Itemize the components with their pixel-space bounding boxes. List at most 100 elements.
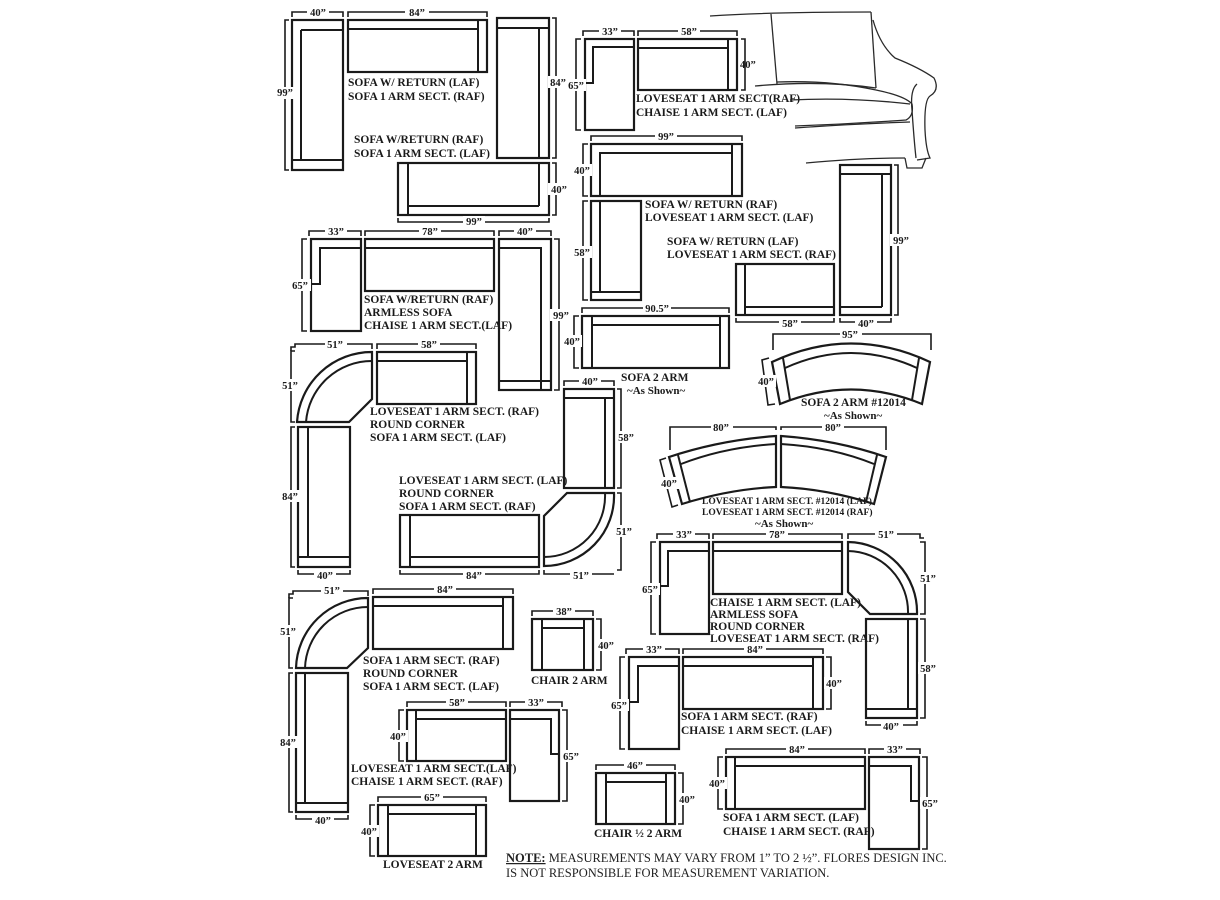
sofa-section bbox=[580, 314, 731, 370]
chaise-section bbox=[508, 708, 561, 803]
config-label: SOFA W/ RETURN (LAF) bbox=[348, 77, 480, 89]
back-line bbox=[847, 550, 910, 615]
chair-section bbox=[594, 771, 677, 826]
config-label: LOVESEAT 1 ARM SECT. #12014 (LAF) bbox=[702, 496, 872, 507]
sofa-section bbox=[497, 237, 553, 392]
chaise-arm-line bbox=[510, 718, 559, 755]
config-label: CHAISE 1 ARM SECT. (LAF) bbox=[636, 107, 787, 119]
sketch-line bbox=[870, 11, 877, 89]
dim-label: 33” bbox=[528, 698, 544, 709]
dim-label: 84” bbox=[550, 78, 566, 89]
dim-label: 99” bbox=[466, 217, 482, 228]
config-curved-loveseats-12014: 80” 80” 40” LOVESEAT 1 ARM SECT. #12014 … bbox=[659, 422, 888, 530]
config-label: SOFA 1 ARM SECT. (LAF) bbox=[354, 148, 490, 160]
config-sofa-chaise-2: 84” 33” 40” 65” SOFA 1 ARM SECT. (LAF) C… bbox=[707, 743, 940, 851]
config-label: SOFA 1 ARM SECT. (LAF) bbox=[723, 812, 859, 824]
sketch-line bbox=[904, 157, 927, 169]
dim-label: 51” bbox=[324, 586, 340, 597]
sketch-line bbox=[805, 157, 906, 164]
sketch-line bbox=[709, 11, 872, 17]
config-sofa-return-raf: 84” 40” 99” SOFA W/RETURN (RAF) SOFA 1 A… bbox=[354, 16, 570, 228]
config-label: SOFA W/ RETURN (LAF) bbox=[667, 236, 799, 248]
dim-label: 51” bbox=[573, 571, 589, 582]
arm-line bbox=[865, 454, 878, 503]
config-label: SOFA 1 ARM SECT. (LAF) bbox=[363, 681, 499, 693]
config-label: ARMLESS SOFA bbox=[710, 609, 799, 621]
dim-label: 90.5” bbox=[645, 304, 669, 315]
dim-label: 40” bbox=[661, 479, 677, 490]
loveseat-section bbox=[405, 708, 508, 763]
dim-label: 40” bbox=[310, 8, 326, 19]
config-curved-sofa-12014: 95” 40” SOFA 2 ARM #12014 ~As Shown~ bbox=[756, 328, 932, 422]
dim-label: 84” bbox=[282, 492, 298, 503]
dim-label: 40” bbox=[740, 60, 756, 71]
dim-label: 65” bbox=[922, 799, 938, 810]
config-label: CHAISE 1 ARM SECT. (RAF) bbox=[723, 826, 875, 838]
dim-label: 65” bbox=[611, 701, 627, 712]
dim-line bbox=[847, 533, 924, 539]
dim-label: 84” bbox=[747, 645, 763, 656]
back-line bbox=[543, 492, 607, 559]
config-sofa-return-raf-loveseat: 99” 40” 58” SOFA W/ RETURN (RAF) LOVESEA… bbox=[572, 130, 814, 302]
note-line-2: IS NOT RESPONSIBLE FOR MEASUREMENT VARIA… bbox=[506, 866, 829, 880]
back-line bbox=[599, 152, 732, 196]
return-section bbox=[290, 18, 345, 172]
chaise-arm-line bbox=[660, 550, 709, 587]
sofa-section bbox=[294, 671, 350, 814]
config-sofa-2-arm: 90.5” 40” SOFA 2 ARM ~As Shown~ bbox=[562, 302, 731, 397]
dim-label: 65” bbox=[292, 281, 308, 292]
chaise-arm-line bbox=[629, 665, 679, 703]
config-label: SOFA W/RETURN (RAF) bbox=[354, 134, 483, 146]
dim-label: 80” bbox=[825, 423, 841, 434]
dim-label: 95” bbox=[842, 330, 858, 341]
dim-label: 40” bbox=[758, 377, 774, 388]
config-label: CHAIR 2 ARM bbox=[531, 675, 608, 687]
chair-section bbox=[530, 617, 595, 672]
config-label: LOVESEAT 1 ARM SECT(RAF) bbox=[636, 93, 800, 105]
dim-label: 65” bbox=[642, 585, 658, 596]
sofa-sketch-illustration bbox=[709, 11, 937, 169]
back-line bbox=[784, 352, 918, 369]
back-line bbox=[780, 443, 875, 465]
back-line bbox=[680, 443, 777, 465]
note-line-1: NOTE: MEASUREMENTS MAY VARY FROM 1” TO 2… bbox=[506, 851, 947, 865]
dim-label: 40” bbox=[582, 377, 598, 388]
config-loveseat-chaise-2: 58” 33” 40” 65” LOVESEAT 1 ARM SECT.(LAF… bbox=[351, 696, 581, 803]
dim-label: 33” bbox=[887, 745, 903, 756]
dim-label: 33” bbox=[646, 645, 662, 656]
dim-label: 78” bbox=[769, 530, 785, 541]
dim-label: 33” bbox=[676, 530, 692, 541]
config-label: CHAISE 1 ARM SECT. (LAF) bbox=[710, 597, 861, 609]
note-prefix: NOTE: bbox=[506, 851, 546, 865]
config-label: LOVESEAT 2 ARM bbox=[383, 859, 483, 871]
config-label: LOVESEAT 1 ARM SECT. #12014 (RAF) bbox=[702, 507, 873, 518]
dim-line bbox=[288, 590, 369, 598]
sofa-section bbox=[371, 595, 515, 651]
config-label: LOVESEAT 1 ARM SECT. (LAF) bbox=[399, 475, 568, 487]
config-sofa-chaise-1: 33” 84” 65” 40” SOFA 1 ARM SECT. (RAF) C… bbox=[609, 643, 844, 751]
back-line bbox=[304, 606, 369, 669]
dim-label: 58” bbox=[681, 27, 697, 38]
dim-label: 51” bbox=[327, 340, 343, 351]
arm-line bbox=[782, 357, 791, 401]
config-label: SOFA 2 ARM bbox=[621, 372, 689, 384]
config-round-corner-1: 51” 58” 51” 84” 40” LOVESEAT 1 ARM SECT.… bbox=[280, 338, 539, 582]
config-label: ROUND CORNER bbox=[363, 668, 459, 680]
dim-label: 40” bbox=[679, 795, 695, 806]
dim-label: 58” bbox=[421, 340, 437, 351]
dim-label: 33” bbox=[328, 227, 344, 238]
sketch-line bbox=[872, 19, 937, 161]
chaise-section bbox=[867, 755, 921, 851]
loveseat-section bbox=[376, 803, 488, 858]
dim-label: 46” bbox=[627, 761, 643, 772]
back-line bbox=[499, 247, 542, 390]
dim-label: 40” bbox=[826, 679, 842, 690]
arm-line bbox=[677, 454, 691, 503]
config-label: SOFA 1 ARM SECT. (LAF) bbox=[370, 432, 506, 444]
dim-label: 40” bbox=[883, 722, 899, 733]
dim-label: 40” bbox=[551, 185, 567, 196]
config-label: ROUND CORNER bbox=[710, 621, 806, 633]
dim-line bbox=[290, 343, 373, 351]
dim-label: 38” bbox=[556, 607, 572, 618]
